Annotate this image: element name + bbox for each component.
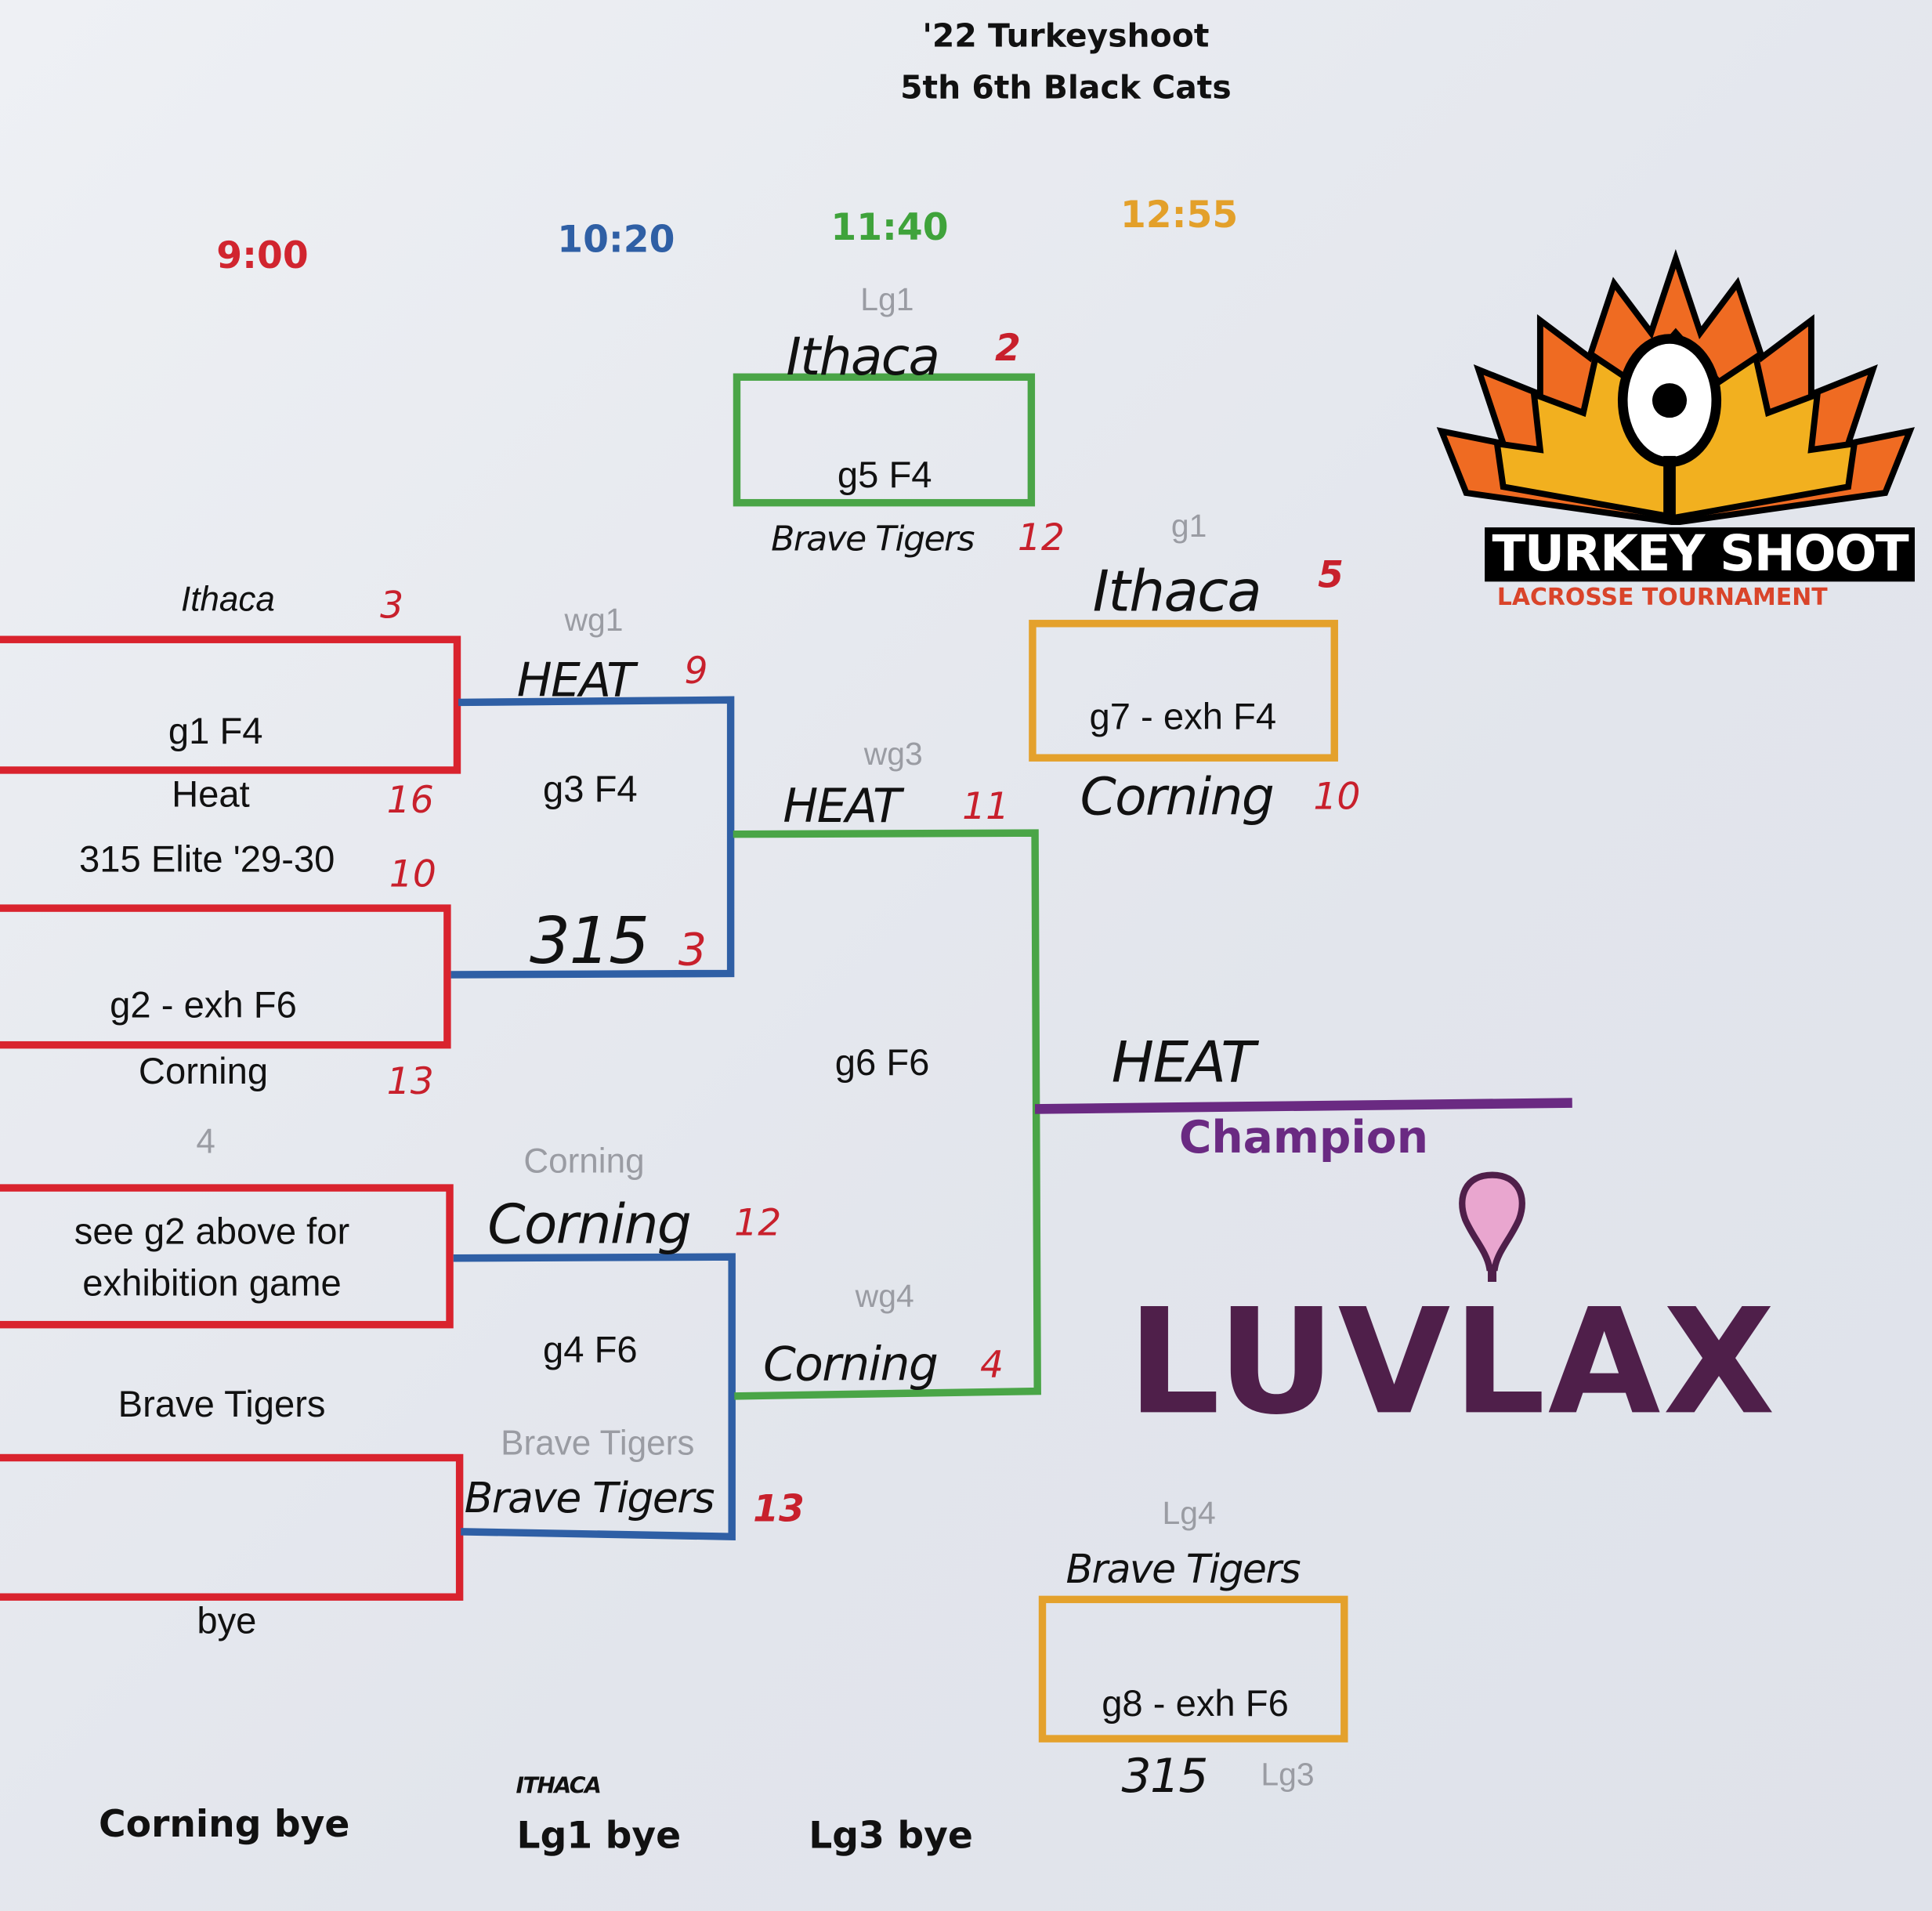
sheet-subtitle: 5th 6th Black Cats	[900, 70, 1232, 107]
g4-top-placeholder: Corning	[523, 1142, 645, 1181]
g7-top-score: 5	[1318, 553, 1344, 597]
g7-bottom-team: Corning	[1080, 766, 1275, 827]
time-round1: 9:00	[216, 234, 309, 278]
g4-top-team: Corning	[487, 1193, 692, 1257]
g6-bottom-score: 4	[980, 1344, 1004, 1388]
g1-top-team: Ithaca	[180, 580, 275, 618]
g5-label: g5 F4	[837, 455, 932, 497]
g5-top-score: 2	[995, 327, 1021, 371]
g4-bottom-team: Brave Tigers	[464, 1474, 715, 1524]
g3-top-team: HEAT	[516, 653, 635, 708]
see-g2-line2: exhibition game	[82, 1263, 342, 1305]
g3-bottom-team: 315	[530, 905, 649, 979]
g6-top-placeholder: wg3	[863, 735, 923, 773]
g1-bottom-team: Heat	[172, 774, 250, 816]
ithaca-note: ITHACA	[516, 1773, 602, 1800]
g3-top-score: 9	[684, 650, 708, 693]
turkey-shoot-logo: TURKEY SHOOT LACROSSE TOURNAMENT	[1429, 247, 1922, 617]
g7-label: g7 - exh F4	[1089, 697, 1277, 738]
g8-label: g8 - exh F6	[1102, 1684, 1289, 1725]
bye-game-top-team: Brave Tigers	[118, 1384, 326, 1425]
luvlax-wordmark: LUVLAX	[1127, 1276, 1778, 1447]
bye-game-bottom-team: bye	[197, 1601, 257, 1642]
g8-top-placeholder: Lg4	[1162, 1494, 1216, 1532]
champion-line	[1034, 1098, 1572, 1114]
g1-bottom-score: 16	[386, 779, 434, 823]
sheet-title: '22 Turkeyshoot	[922, 18, 1210, 56]
g8-bottom-placeholder: Lg3	[1261, 1755, 1315, 1793]
g1-label: g1 F4	[168, 711, 263, 753]
g6-top-score: 11	[962, 785, 1010, 829]
game-box-bye	[0, 1453, 464, 1601]
g6-label: g6 F6	[834, 1043, 930, 1084]
g7-top-placeholder: g1	[1170, 507, 1207, 545]
g4-label: g4 F6	[542, 1330, 638, 1371]
lg3-bye: Lg3 bye	[809, 1814, 973, 1858]
turkey-shoot-title: TURKEY SHOOT	[1485, 527, 1916, 582]
g5-placeholder: Lg1	[860, 280, 914, 318]
lg1-bye: Lg1 bye	[516, 1814, 682, 1858]
g2-top-score: 10	[389, 853, 436, 897]
game-box-g8	[1038, 1595, 1348, 1743]
g4-top-score: 12	[734, 1202, 782, 1246]
see-g2-line1: see g2 above for	[74, 1211, 350, 1253]
champion-team: HEAT	[1111, 1028, 1256, 1095]
time-round2: 10:20	[557, 219, 675, 262]
g4-bottom-placeholder: Brave Tigers	[501, 1424, 695, 1463]
g5-bottom-team: Brave Tigers	[771, 518, 975, 559]
g1-top-score: 3	[380, 585, 404, 628]
g7-top-team: Ithaca	[1092, 557, 1262, 624]
champion-label: Champion	[1178, 1113, 1429, 1164]
seed-4-placeholder: 4	[196, 1122, 215, 1160]
time-round3: 11:40	[830, 206, 949, 250]
luvlax-logo: LUVLAX	[1127, 1171, 1916, 1435]
g7-bottom-score: 10	[1313, 776, 1361, 820]
g3-placeholder: wg1	[564, 601, 624, 639]
g3-bracket-line	[450, 696, 735, 979]
turkey-feathers-icon	[1436, 248, 1916, 526]
g2-top-team: 315 Elite '29-30	[79, 839, 335, 881]
game-box-g5	[733, 373, 1036, 507]
g2-bottom-team: Corning	[138, 1051, 269, 1093]
game-box-g1	[0, 635, 461, 774]
g2-label: g2 - exh F6	[110, 985, 297, 1026]
g4-bottom-score: 13	[753, 1488, 805, 1532]
game-box-g2	[0, 904, 451, 1049]
corning-bye: Corning bye	[99, 1803, 350, 1847]
g5-bottom-score: 12	[1017, 516, 1065, 560]
g3-label: g3 F4	[542, 769, 638, 811]
g6-top-team: HEAT	[783, 779, 901, 834]
g6-bottom-team: Corning	[763, 1337, 939, 1392]
g2-bottom-score: 13	[386, 1060, 434, 1104]
g4-bracket-line	[453, 1253, 736, 1540]
g3-bottom-score: 3	[678, 925, 707, 976]
time-round4: 12:55	[1120, 194, 1239, 237]
g8-bottom-team: 315	[1121, 1748, 1209, 1804]
g8-top-team: Brave Tigers	[1065, 1545, 1301, 1593]
game-box-see-g2	[0, 1184, 454, 1329]
g5-top-team: Ithaca	[786, 326, 940, 387]
g6-bottom-placeholder: wg4	[855, 1277, 914, 1315]
lacrosse-stick-icon	[1459, 1171, 1525, 1282]
turkey-shoot-subtitle: LACROSSE TOURNAMENT	[1496, 584, 1828, 612]
game-box-g7	[1029, 620, 1338, 762]
